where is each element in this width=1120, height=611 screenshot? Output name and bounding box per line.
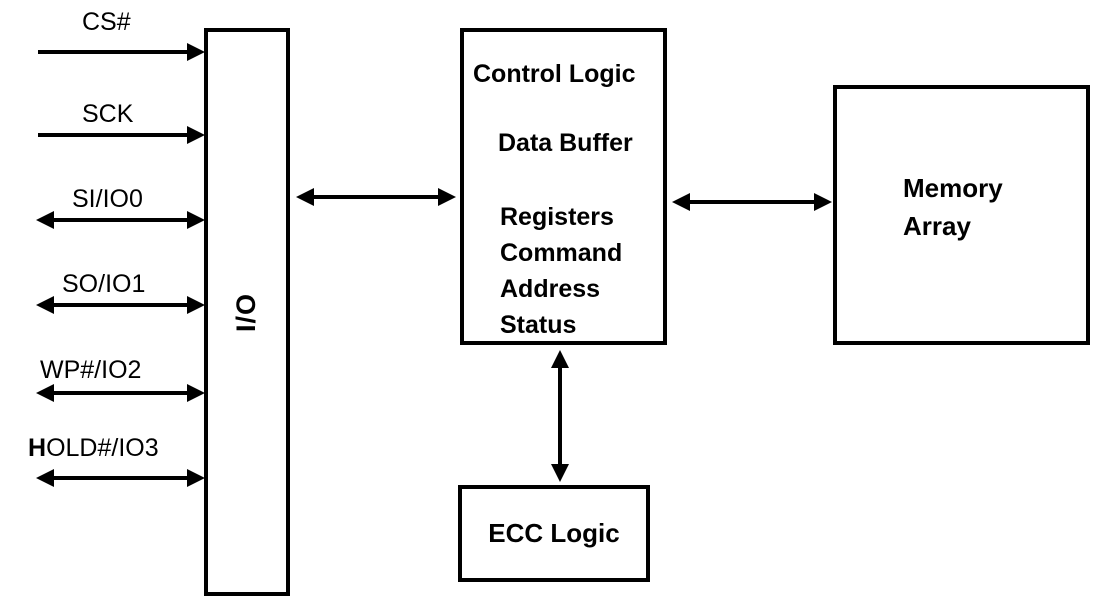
signal-label-wp-io2: WP#/IO2 bbox=[40, 356, 142, 384]
status-label: Status bbox=[500, 311, 577, 339]
cs-input-arrow bbox=[38, 43, 205, 61]
wp-io2-bidirectional-arrow bbox=[36, 384, 205, 402]
control-logic-title: Control Logic bbox=[473, 60, 636, 88]
io-box-label-wrap: I/O bbox=[208, 32, 286, 592]
command-label: Command bbox=[500, 239, 623, 267]
io-box-label: I/O bbox=[231, 292, 262, 332]
memory-array-box: Memory Array bbox=[833, 85, 1090, 345]
registers-label: Registers bbox=[500, 203, 614, 231]
signal-label-sck: SCK bbox=[82, 100, 134, 128]
io-to-control-arrow bbox=[296, 188, 456, 206]
data-buffer-label: Data Buffer bbox=[498, 129, 633, 157]
control-to-memory-arrow bbox=[672, 193, 832, 211]
signal-label-si-io0: SI/IO0 bbox=[72, 185, 143, 213]
control-to-ecc-arrow bbox=[551, 350, 569, 482]
ecc-logic-label: ECC Logic bbox=[488, 518, 620, 548]
control-logic-box: Control Logic Data Buffer Registers Comm… bbox=[460, 28, 667, 345]
io-box: I/O bbox=[204, 28, 290, 596]
signal-label-hold-io3: HOLD#/IO3 bbox=[28, 434, 159, 462]
memory-array-label: Memory Array bbox=[903, 173, 1003, 241]
address-label: Address bbox=[500, 275, 601, 303]
signal-label-cs: CS# bbox=[82, 8, 131, 36]
ecc-logic-box: ECC Logic bbox=[458, 485, 650, 582]
hold-io3-bidirectional-arrow bbox=[36, 469, 205, 487]
ecc-label-wrap: ECC Logic bbox=[462, 489, 646, 578]
signal-label-so-io1: SO/IO1 bbox=[62, 270, 146, 298]
